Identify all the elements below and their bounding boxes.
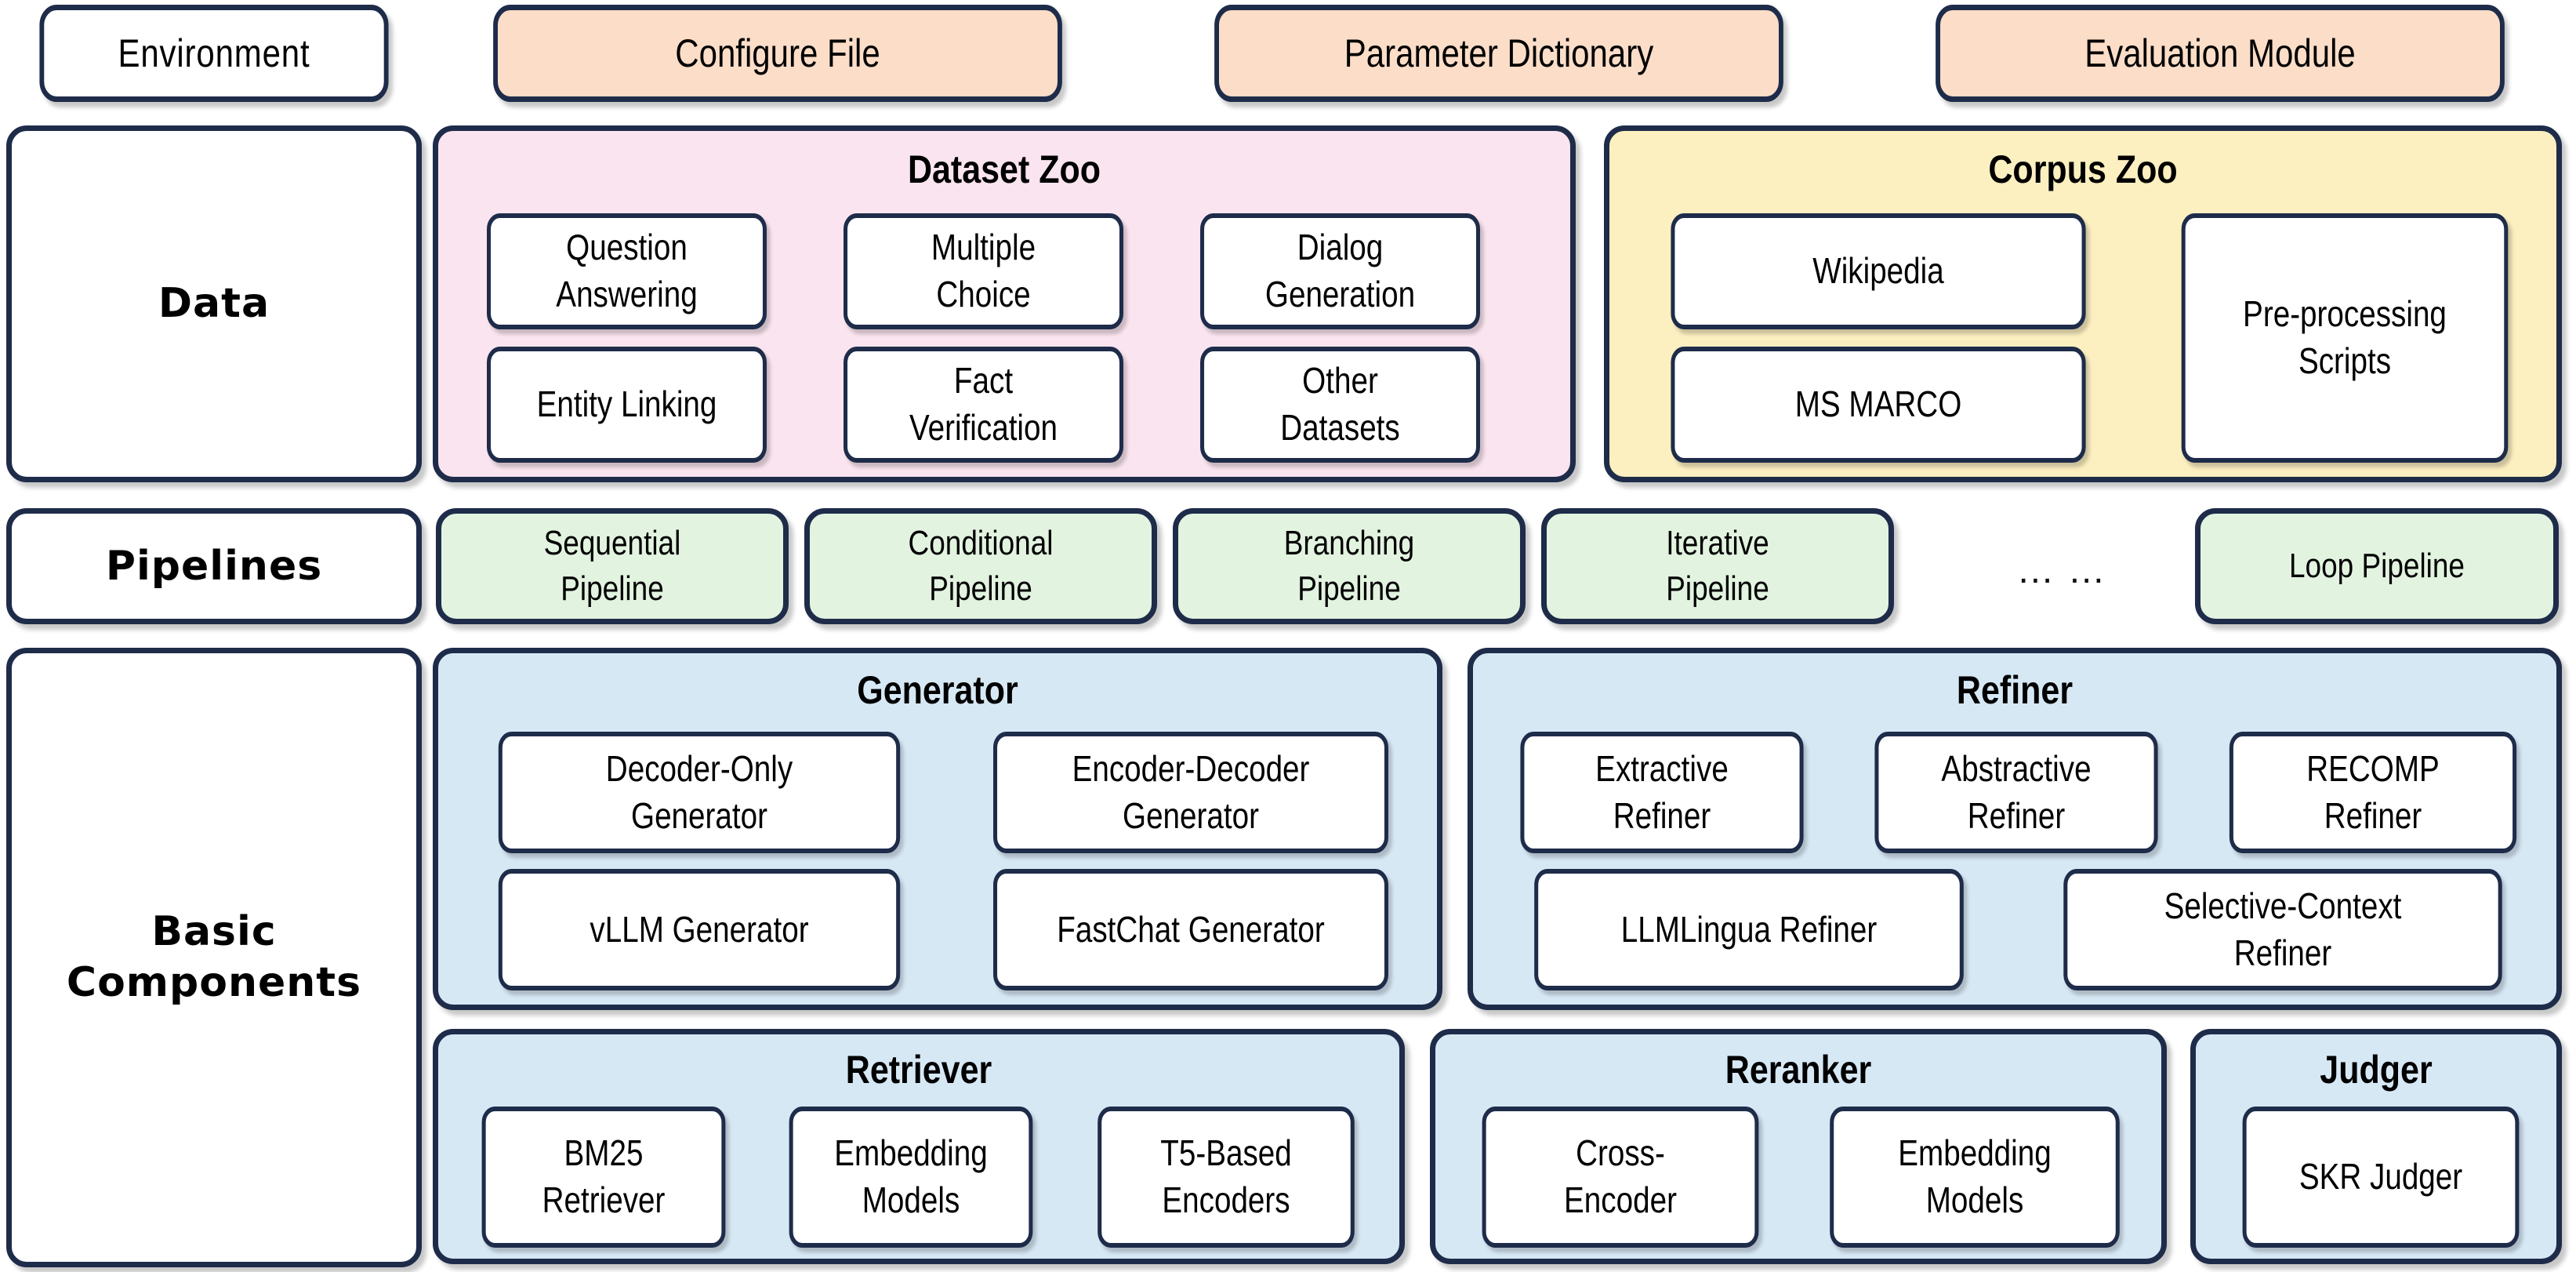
dataset-zoo-title: Dataset Zoo xyxy=(907,147,1101,191)
judger-panel: Judger SKR Judger xyxy=(2190,1029,2562,1264)
dataset-item-dialog-generation[interactable]: Dialog Generation xyxy=(1200,213,1480,329)
dataset-item-label: Dialog Generation xyxy=(1264,227,1416,314)
pipeline-conditional[interactable]: Conditional Pipeline xyxy=(804,508,1157,624)
generator-item-label: Encoder-Decoder Generator xyxy=(1072,747,1310,836)
generator-item-fastchat[interactable]: FastChat Generator xyxy=(993,869,1388,990)
reranker-item-label: Embedding Models xyxy=(1898,1132,2052,1220)
refiner-item-label: Extractive Refiner xyxy=(1595,747,1729,836)
refiner-item-label: Abstractive Refiner xyxy=(1941,747,2092,836)
pipeline-label: Branching Pipeline xyxy=(1283,523,1415,608)
reranker-title: Reranker xyxy=(1725,1048,1872,1092)
refiner-item-extractive[interactable]: Extractive Refiner xyxy=(1520,732,1804,853)
judger-item-label: SKR Judger xyxy=(2298,1156,2463,1197)
pipeline-iterative[interactable]: Iterative Pipeline xyxy=(1541,508,1894,624)
retriever-title: Retriever xyxy=(845,1048,992,1092)
dataset-item-label: Question Answering xyxy=(556,227,698,314)
reranker-item-embedding-models[interactable]: Embedding Models xyxy=(1830,1107,2120,1248)
refiner-item-recomp[interactable]: RECOMP Refiner xyxy=(2229,732,2517,853)
dataset-item-entity-linking[interactable]: Entity Linking xyxy=(487,347,767,463)
env-item-parameter-dictionary[interactable]: Parameter Dictionary xyxy=(1214,5,1783,102)
retriever-panel: Retriever BM25 Retriever Embedding Model… xyxy=(433,1029,1405,1264)
pipeline-branching[interactable]: Branching Pipeline xyxy=(1173,508,1526,624)
pipeline-label: Conditional Pipeline xyxy=(908,523,1054,608)
retriever-item-label: Embedding Models xyxy=(834,1132,988,1220)
dataset-item-question-answering[interactable]: Question Answering xyxy=(487,213,767,329)
refiner-item-selective-context[interactable]: Selective-Context Refiner xyxy=(2063,869,2502,990)
refiner-item-llmlingua[interactable]: LLMLingua Refiner xyxy=(1534,869,1964,990)
dataset-item-fact-verification[interactable]: Fact Verification xyxy=(844,347,1123,463)
retriever-item-embedding-models[interactable]: Embedding Models xyxy=(789,1107,1033,1248)
reranker-item-label: Cross- Encoder xyxy=(1564,1132,1677,1220)
corpus-zoo-title: Corpus Zoo xyxy=(1988,147,2178,191)
dataset-item-label: Fact Verification xyxy=(909,360,1058,448)
retriever-item-label: BM25 Retriever xyxy=(542,1132,666,1220)
generator-item-decoder-only[interactable]: Decoder-Only Generator xyxy=(498,732,901,853)
pipelines-ellipsis: … … xyxy=(2016,550,2107,591)
pipeline-label: Iterative Pipeline xyxy=(1666,523,1769,608)
generator-item-label: FastChat Generator xyxy=(1057,908,1325,950)
generator-title: Generator xyxy=(857,668,1018,712)
refiner-panel: Refiner Extractive Refiner Abstractive R… xyxy=(1468,648,2562,1010)
generator-panel: Generator Decoder-Only Generator Encoder… xyxy=(433,648,1442,1010)
refiner-item-abstractive[interactable]: Abstractive Refiner xyxy=(1874,732,2158,853)
corpus-item-preprocessing-scripts[interactable]: Pre-processing Scripts xyxy=(2181,213,2509,463)
corpus-item-label: MS MARCO xyxy=(1794,383,1962,425)
generator-item-label: Decoder-Only Generator xyxy=(605,747,793,836)
generator-item-encoder-decoder[interactable]: Encoder-Decoder Generator xyxy=(993,732,1388,853)
retriever-item-bm25[interactable]: BM25 Retriever xyxy=(481,1107,726,1248)
row-label-data: Data xyxy=(6,125,422,482)
pipeline-sequential[interactable]: Sequential Pipeline xyxy=(436,508,789,624)
judger-item-skr[interactable]: SKR Judger xyxy=(2242,1107,2520,1248)
corpus-zoo-panel: Corpus Zoo Wikipedia MS MARCO Pre-proces… xyxy=(1604,125,2562,482)
retriever-item-label: T5-Based Encoders xyxy=(1160,1132,1292,1220)
judger-title: Judger xyxy=(2320,1048,2433,1092)
refiner-item-label: RECOMP Refiner xyxy=(2306,747,2440,836)
reranker-item-cross-encoder[interactable]: Cross- Encoder xyxy=(1482,1107,1759,1248)
dataset-item-other-datasets[interactable]: Other Datasets xyxy=(1200,347,1480,463)
env-item-evaluation-module[interactable]: Evaluation Module xyxy=(1936,5,2505,102)
corpus-item-label: Pre-processing Scripts xyxy=(2243,293,2447,381)
pipeline-loop[interactable]: Loop Pipeline xyxy=(2195,508,2559,624)
retriever-item-t5-based-encoders[interactable]: T5-Based Encoders xyxy=(1098,1107,1355,1248)
reranker-panel: Reranker Cross- Encoder Embedding Models xyxy=(1430,1029,2167,1264)
corpus-item-wikipedia[interactable]: Wikipedia xyxy=(1671,213,2086,329)
pipeline-label: Loop Pipeline xyxy=(2288,546,2465,585)
row-label-environment: Environment xyxy=(39,5,389,102)
row-label-pipelines: Pipelines xyxy=(6,508,422,624)
corpus-item-ms-marco[interactable]: MS MARCO xyxy=(1671,347,2086,463)
dataset-item-label: Multiple Choice xyxy=(931,227,1036,314)
refiner-item-label: LLMLingua Refiner xyxy=(1620,908,1878,950)
dataset-zoo-panel: Dataset Zoo Question Answering Multiple … xyxy=(433,125,1576,482)
refiner-item-label: Selective-Context Refiner xyxy=(2164,885,2402,973)
corpus-item-label: Wikipedia xyxy=(1812,250,1944,292)
pipeline-label: Sequential Pipeline xyxy=(543,523,681,608)
generator-item-vllm[interactable]: vLLM Generator xyxy=(498,869,901,990)
refiner-title: Refiner xyxy=(1956,668,2073,712)
env-item-configure-file[interactable]: Configure File xyxy=(493,5,1062,102)
dataset-item-label: Entity Linking xyxy=(536,383,717,425)
generator-item-label: vLLM Generator xyxy=(590,908,809,950)
dataset-item-label: Other Datasets xyxy=(1280,360,1400,448)
row-label-basic-components: Basic Components xyxy=(6,648,422,1267)
dataset-item-multiple-choice[interactable]: Multiple Choice xyxy=(844,213,1123,329)
